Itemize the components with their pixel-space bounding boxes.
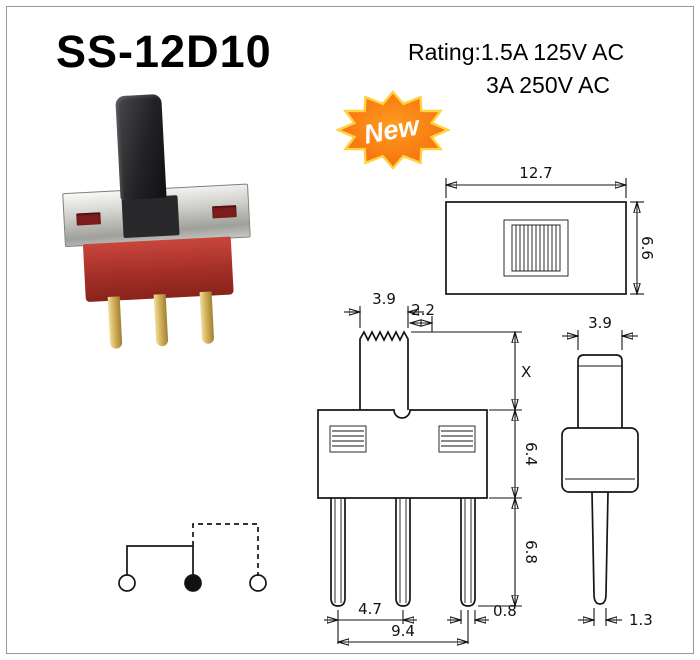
circuit-solid-path (126, 545, 194, 575)
front-view-drawing: 3.9 2.2 X 6.4 6.8 4.7 (317, 290, 540, 660)
product-photo (51, 89, 274, 362)
side-view-drawing: 3.9 1.3 (561, 314, 653, 629)
dim-pin-width: 0.8 (447, 602, 517, 624)
front-pin-right (460, 498, 476, 607)
front-contact-slot-left (329, 425, 367, 453)
dim-label-1-3: 1.3 (629, 611, 653, 629)
page-title: SS-12D10 (56, 26, 272, 77)
switch-pin-left (107, 296, 123, 349)
new-badge: New (336, 90, 452, 170)
dim-pin-span: 9.4 (338, 610, 468, 644)
dim-label-4-7: 4.7 (358, 600, 382, 618)
top-view-hatch (515, 225, 557, 271)
front-pin-middle (395, 498, 411, 607)
circuit-terminal-left (118, 574, 136, 592)
dim-label-6-6: 6.6 (638, 236, 656, 260)
dim-knob-offset: 2.2 (410, 301, 435, 332)
dim-knob-width: 3.9 (344, 290, 424, 328)
front-body-outline (317, 409, 488, 499)
switch-pin-middle (153, 293, 169, 347)
dim-pin-pitch: 4.7 (324, 600, 417, 644)
dim-label-12-7: 12.7 (519, 164, 552, 182)
side-pin-outline (591, 491, 609, 605)
rating-line1: Rating:1.5A 125V AC (408, 39, 625, 65)
dim-side-knob-width: 3.9 (562, 314, 638, 350)
circuit-diagram (118, 523, 267, 592)
dim-label-side-3-9: 3.9 (588, 314, 612, 332)
rating-block: Rating:1.5A 125V AC 3A 250V AC (408, 36, 624, 103)
dim-label-0-8: 0.8 (493, 602, 517, 620)
dim-label-2-2: 2.2 (411, 301, 435, 319)
front-pin-left (330, 498, 346, 607)
switch-actuator (115, 93, 167, 201)
dim-top-width: 12.7 (446, 164, 626, 198)
dim-chain-right: X 6.4 6.8 (411, 332, 540, 606)
dim-label-3-9: 3.9 (372, 290, 396, 308)
dim-label-6-8: 6.8 (522, 540, 540, 564)
side-actuator-outline (577, 354, 623, 428)
starburst-shape (336, 90, 452, 170)
dim-top-height: 6.6 (630, 202, 656, 294)
circuit-terminal-common (184, 574, 202, 592)
switch-frame-hole-left (76, 212, 101, 226)
rating-line2: 3A 250V AC (486, 72, 611, 99)
circuit-dashed-path (192, 523, 259, 575)
top-view-outline (445, 201, 627, 295)
switch-frame-hole-right (212, 205, 237, 219)
front-actuator-outline (359, 330, 409, 410)
switch-slot (121, 195, 180, 239)
dim-side-pin-width: 1.3 (578, 608, 653, 629)
top-view-drawing: 12.7 6.6 (436, 164, 656, 302)
circuit-terminal-right (249, 574, 267, 592)
dim-label-x: X (521, 363, 531, 381)
side-body-outline (561, 427, 639, 493)
dim-label-6-4: 6.4 (522, 442, 540, 466)
switch-pin-right (199, 291, 215, 345)
front-contact-slot-right (438, 425, 476, 453)
dim-label-9-4: 9.4 (391, 622, 415, 640)
